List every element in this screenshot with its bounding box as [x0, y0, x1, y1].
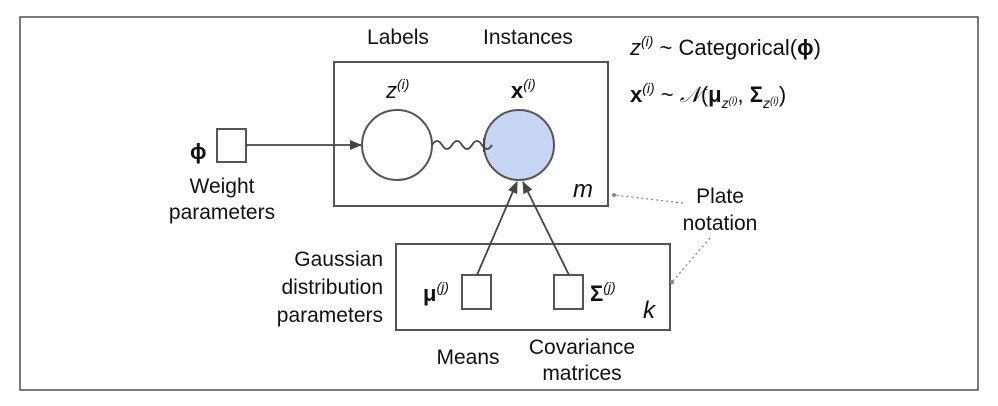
phi-node — [216, 128, 247, 163]
wavy-link — [431, 140, 493, 150]
phi-symbol: ϕ — [190, 139, 207, 164]
weight-label-line1: Weight — [190, 175, 255, 198]
covariance-label-line1: Covariance — [529, 336, 635, 359]
means-label: Means — [436, 346, 499, 369]
mu-node — [461, 274, 492, 310]
plate-m-label: m — [573, 176, 593, 203]
gaussian-label-line1: Gaussian — [294, 248, 383, 271]
gaussian-label-line2: distribution — [281, 276, 383, 299]
plate-k-label: k — [643, 297, 657, 324]
plate-notation-line1: Plate — [696, 185, 744, 208]
instances-heading: Instances — [483, 26, 573, 49]
sigma-symbol: Σ(j) — [590, 279, 616, 306]
node-x-label: x(i) — [511, 76, 536, 103]
sigma-to-x-arrow — [522, 181, 570, 276]
labels-heading: Labels — [367, 26, 429, 49]
plate-notation-line2: notation — [683, 212, 758, 235]
plate-m — [333, 61, 609, 207]
node-z-label: z(i) — [385, 76, 409, 103]
equation-z: z(i) ~ Categorical(ϕ) — [629, 33, 821, 60]
callout-to-plate-m — [613, 194, 684, 204]
mu-to-x-arrow — [476, 181, 518, 276]
latent-node-z — [361, 109, 433, 181]
weight-label-line2: parameters — [169, 201, 275, 224]
sigma-node — [553, 274, 584, 310]
callout-to-plate-k — [671, 237, 711, 283]
equation-x: x(i) ~ 𝒩(μz(i), Σz(i)) — [630, 80, 786, 111]
mu-symbol: μ(j) — [423, 279, 449, 306]
covariance-label-line2: matrices — [542, 362, 621, 385]
observed-node-x — [483, 109, 555, 181]
outer-frame — [19, 16, 979, 391]
plate-k — [395, 243, 671, 331]
callout-end-k — [670, 280, 674, 284]
gaussian-label-line3: parameters — [277, 304, 383, 327]
callout-end-m — [612, 193, 616, 197]
